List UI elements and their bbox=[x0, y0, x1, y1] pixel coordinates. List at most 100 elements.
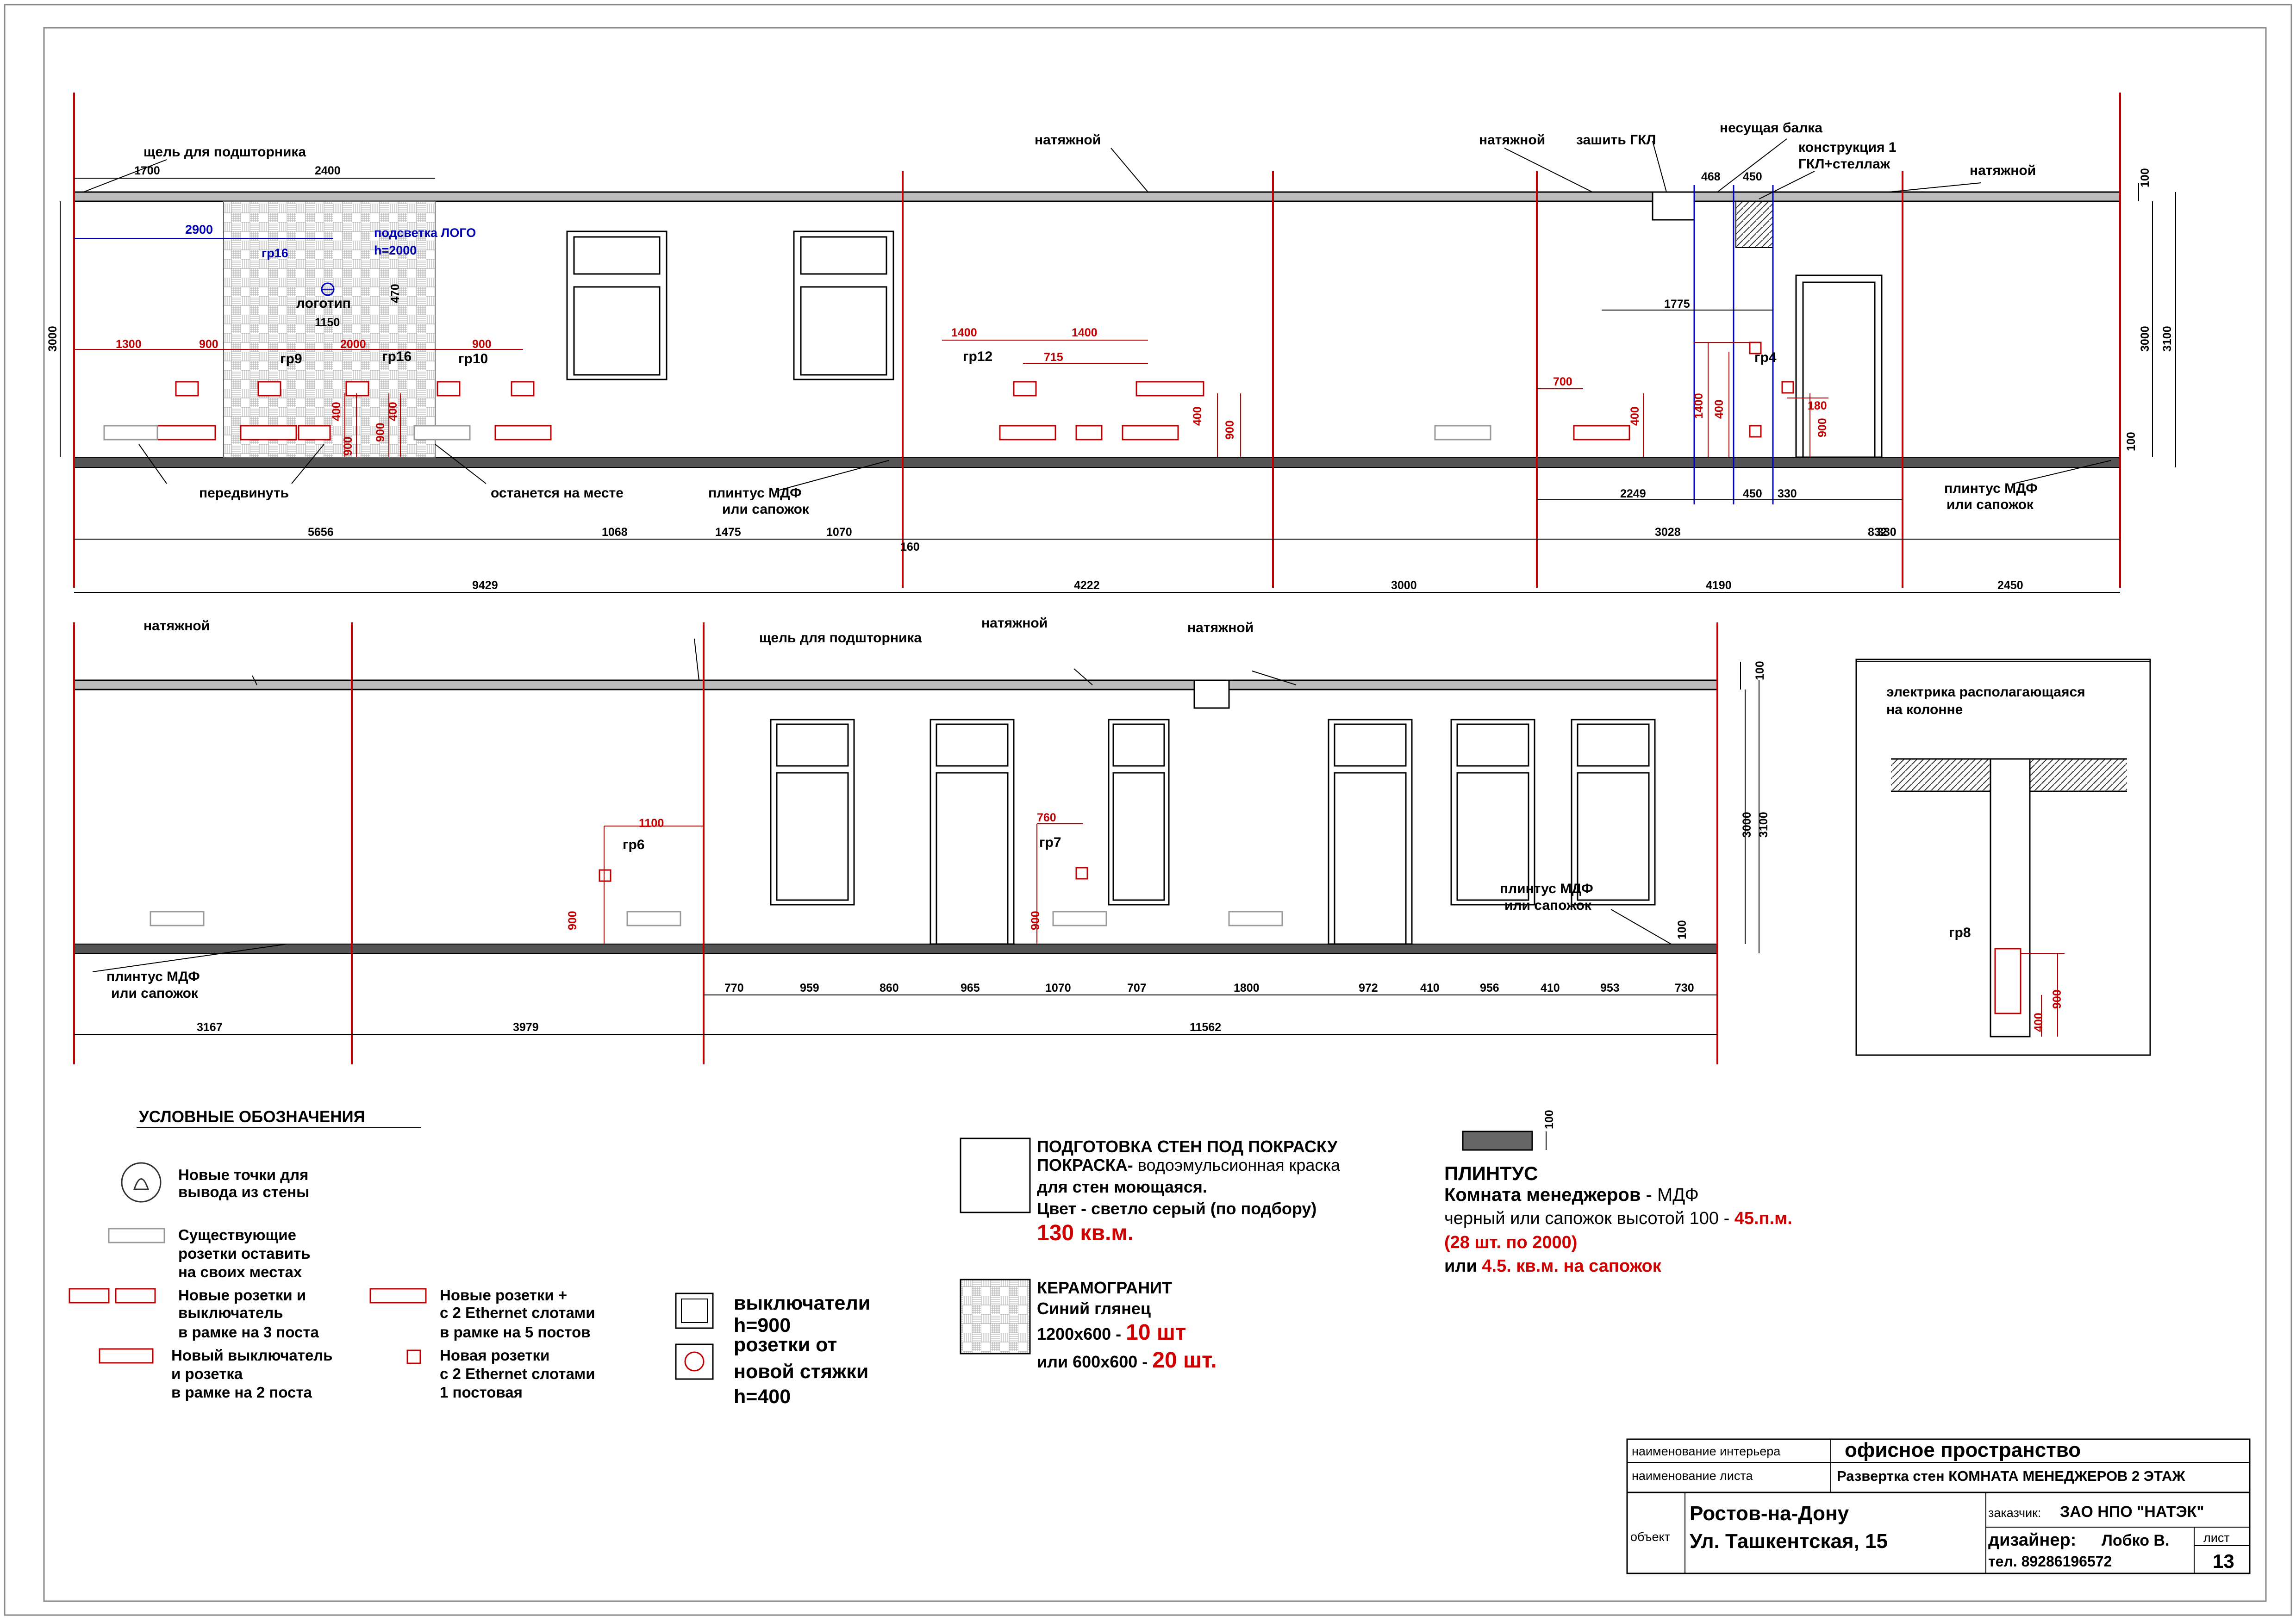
dim: 2000 bbox=[340, 338, 366, 351]
finish-text: ПОДГОТОВКА СТЕН ПОД ПОКРАСКУ bbox=[1037, 1137, 1338, 1156]
dim: 1800 bbox=[1234, 982, 1260, 994]
beam-box bbox=[1652, 191, 1695, 221]
dim: 3100 bbox=[2161, 326, 2174, 352]
plinth-band-top bbox=[74, 457, 2121, 468]
group-gr4: гр4 bbox=[1754, 350, 1777, 365]
tb-designer: Лобко В. bbox=[2102, 1532, 2169, 1549]
label-plinth: плинтус МДФ bbox=[708, 485, 802, 501]
dim: 1070 bbox=[1045, 982, 1071, 994]
socket-1-post-icon bbox=[406, 1349, 421, 1364]
dim: 410 bbox=[1541, 982, 1560, 994]
dim: 1300 bbox=[116, 338, 142, 351]
socket-3-post-icon bbox=[69, 1288, 110, 1304]
finish-text: или 4.5. кв.м. на сапожок bbox=[1444, 1256, 1662, 1276]
legend-text: и розетка bbox=[171, 1365, 243, 1382]
label-stretch-ceiling: натяжной bbox=[1970, 163, 2036, 178]
label-stretch-ceiling: натяжной bbox=[981, 615, 1048, 631]
legend-text: Новая розетки bbox=[440, 1347, 549, 1364]
new-socket-frames bbox=[156, 342, 1794, 441]
tb-designer-label: дизайнер: bbox=[1988, 1530, 2076, 1550]
dim: 900 bbox=[1223, 420, 1236, 440]
dim: 400 bbox=[1713, 399, 1726, 419]
label-logo-light: h=2000 bbox=[374, 243, 417, 257]
dim: 1070 bbox=[826, 526, 852, 539]
tb-interior-label: наименование интерьера bbox=[1632, 1444, 1781, 1458]
dim: 3028 bbox=[1655, 526, 1681, 539]
dim: 860 bbox=[880, 982, 899, 994]
label-logo: логотип bbox=[296, 296, 351, 311]
dim: 1475 bbox=[715, 526, 741, 539]
dim: 972 bbox=[1359, 982, 1378, 994]
label-plinth: плинтус МДФ bbox=[106, 969, 200, 984]
dim: 3167 bbox=[197, 1021, 223, 1034]
tb-interior-value: офисное пространство bbox=[1845, 1439, 2081, 1461]
dim: 468 bbox=[1701, 170, 1721, 183]
tb-sheet-no-label: лист bbox=[2203, 1531, 2230, 1545]
dim: 2249 bbox=[1620, 487, 1646, 500]
label-plinth: или сапожок bbox=[722, 502, 810, 517]
legend-text: с 2 Ethernet слотами bbox=[440, 1365, 595, 1382]
existing-socket-frames bbox=[150, 911, 1283, 926]
top-elevation: щель для подшторника натяжной натяжной з… bbox=[46, 93, 2176, 593]
legend-text: розетки от bbox=[734, 1334, 837, 1356]
label-plinth: или сапожок bbox=[1504, 898, 1592, 913]
existing-socket-icon bbox=[108, 1228, 165, 1243]
dim: 3000 bbox=[1741, 812, 1753, 838]
finish-text: для стен моющаяся. bbox=[1037, 1177, 1207, 1196]
window bbox=[566, 230, 894, 380]
sheet-outer-border bbox=[4, 4, 2292, 1616]
dim: 100 bbox=[1753, 661, 1766, 680]
finish-text: КЕРАМОГРАНИТ bbox=[1037, 1278, 1172, 1297]
dim: 3100 bbox=[1757, 812, 1770, 838]
group-gr12: гр12 bbox=[963, 349, 992, 364]
tb-client: ЗАО НПО "НАТЭК" bbox=[2060, 1503, 2204, 1521]
dim: 9429 bbox=[472, 579, 498, 592]
bottom-elevation: натяжной щель для подшторника натяжной н… bbox=[73, 615, 1770, 1064]
label-stretch-ceiling: натяжной bbox=[1035, 132, 1101, 148]
dim: 956 bbox=[1480, 982, 1499, 994]
dim: 900 bbox=[374, 423, 387, 442]
finish-text: Цвет - светло серый (по подбору) bbox=[1037, 1199, 1316, 1218]
tb-phone: тел. 89286196572 bbox=[1988, 1553, 2112, 1570]
new-socket-frames bbox=[599, 867, 1088, 882]
ceramic-swatch bbox=[960, 1279, 1031, 1355]
dim: 2400 bbox=[315, 164, 341, 177]
dim: 180 bbox=[1808, 399, 1827, 412]
door bbox=[1795, 274, 1883, 458]
label-column-note: на колонне bbox=[1886, 702, 1963, 717]
dim: 4222 bbox=[1074, 579, 1100, 592]
dim: 953 bbox=[1600, 982, 1620, 994]
sheet-inner-border bbox=[43, 27, 2267, 1602]
dim: 965 bbox=[961, 982, 980, 994]
dim: 1775 bbox=[1664, 298, 1690, 311]
label-stretch-ceiling: натяжной bbox=[1187, 620, 1254, 635]
tb-sheet-label: наименование листа bbox=[1632, 1469, 1753, 1483]
new-point-icon bbox=[121, 1162, 162, 1203]
label-gap: щель для подшторника bbox=[759, 630, 922, 646]
label-stretch-ceiling: натяжной bbox=[144, 618, 210, 634]
socket-2-post-icon bbox=[99, 1348, 154, 1364]
dim: 1400 bbox=[1692, 393, 1705, 419]
dim: 770 bbox=[724, 982, 744, 994]
group-gr8: гр8 bbox=[1949, 925, 1971, 940]
dim: 470 bbox=[389, 284, 402, 303]
finish-text: Комната менеджеров - МДФ bbox=[1444, 1185, 1699, 1205]
legend-text: с 2 Ethernet слотами bbox=[440, 1304, 595, 1321]
dim: 1400 bbox=[951, 326, 977, 339]
dim: 1150 bbox=[315, 316, 340, 329]
dim: 100 bbox=[2125, 432, 2138, 451]
column-inset: электрика располагающаяся на колонне гр8… bbox=[1855, 659, 2151, 1056]
dim: 1100 bbox=[639, 817, 664, 830]
finish-text: Синий глянец bbox=[1037, 1299, 1151, 1318]
dim: 900 bbox=[1029, 911, 1042, 930]
label-stretch-ceiling: натяжной bbox=[1479, 132, 1545, 148]
legend-text: в рамке на 5 постов bbox=[440, 1324, 591, 1341]
legend-text: выключатели bbox=[734, 1292, 870, 1314]
dim: 700 bbox=[1553, 375, 1572, 388]
dim: 730 bbox=[1675, 982, 1694, 994]
plinth-swatch bbox=[1462, 1131, 1533, 1151]
label-plinth: плинтус МДФ bbox=[1500, 881, 1593, 896]
door bbox=[930, 719, 1413, 945]
dim: 3000 bbox=[46, 326, 59, 352]
